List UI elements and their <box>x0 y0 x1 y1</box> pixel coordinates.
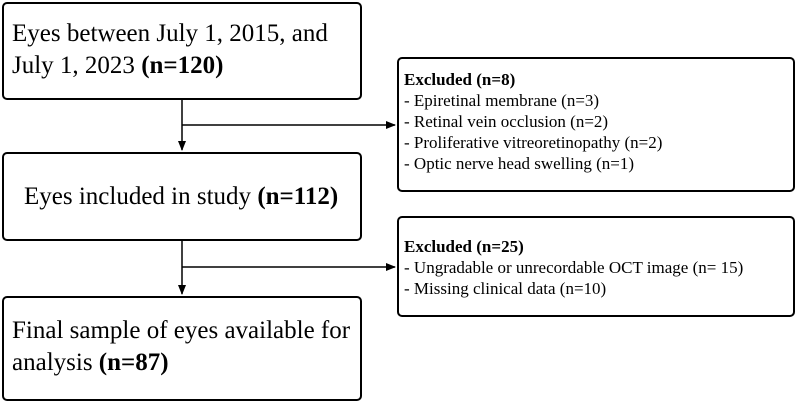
exclusion-1-title: Excluded (n=8) <box>404 70 516 89</box>
step-initial-line1: Eyes between July 1, 2015, and <box>12 20 328 47</box>
exclusion-1-item: - Epiretinal membrane (n=3) <box>404 91 600 110</box>
step-box-final: Final sample of eyes available for analy… <box>2 296 362 401</box>
exclusion-2-item: - Missing clinical data (n=10) <box>404 279 607 298</box>
step-included-count: (n=112) <box>257 182 339 210</box>
step-final-count: (n=87) <box>98 349 169 376</box>
exclusion-1-item: - Optic nerve head swelling (n=1) <box>404 154 635 173</box>
step-final-line2: analysis (n=87) <box>12 347 360 379</box>
exclusion-2-title: Excluded (n=25) <box>404 237 524 256</box>
step-included-line: Eyes included in study (n=112) <box>24 181 338 213</box>
exclusion-2-item: - Ungradable or unrecordable OCT image (… <box>404 258 744 277</box>
step-initial-line2: July 1, 2023 (n=120) <box>12 50 360 82</box>
step-final-line2-text: analysis <box>12 349 99 376</box>
step-included-text: Eyes included in study <box>24 182 258 210</box>
exclusion-box-1: Excluded (n=8) - Epiretinal membrane (n=… <box>397 57 795 192</box>
step-box-initial: Eyes between July 1, 2015, and July 1, 2… <box>2 2 362 100</box>
step-initial-count: (n=120) <box>141 52 224 79</box>
step-box-included: Eyes included in study (n=112) <box>2 152 362 241</box>
exclusion-1-item: - Proliferative vitreoretinopathy (n=2) <box>404 133 663 152</box>
exclusion-1-item: - Retinal vein occlusion (n=2) <box>404 112 609 131</box>
step-final-line1: Final sample of eyes available for <box>12 317 351 344</box>
step-initial-line2-text: July 1, 2023 <box>12 52 142 79</box>
exclusion-box-2: Excluded (n=25) - Ungradable or unrecord… <box>397 216 795 317</box>
